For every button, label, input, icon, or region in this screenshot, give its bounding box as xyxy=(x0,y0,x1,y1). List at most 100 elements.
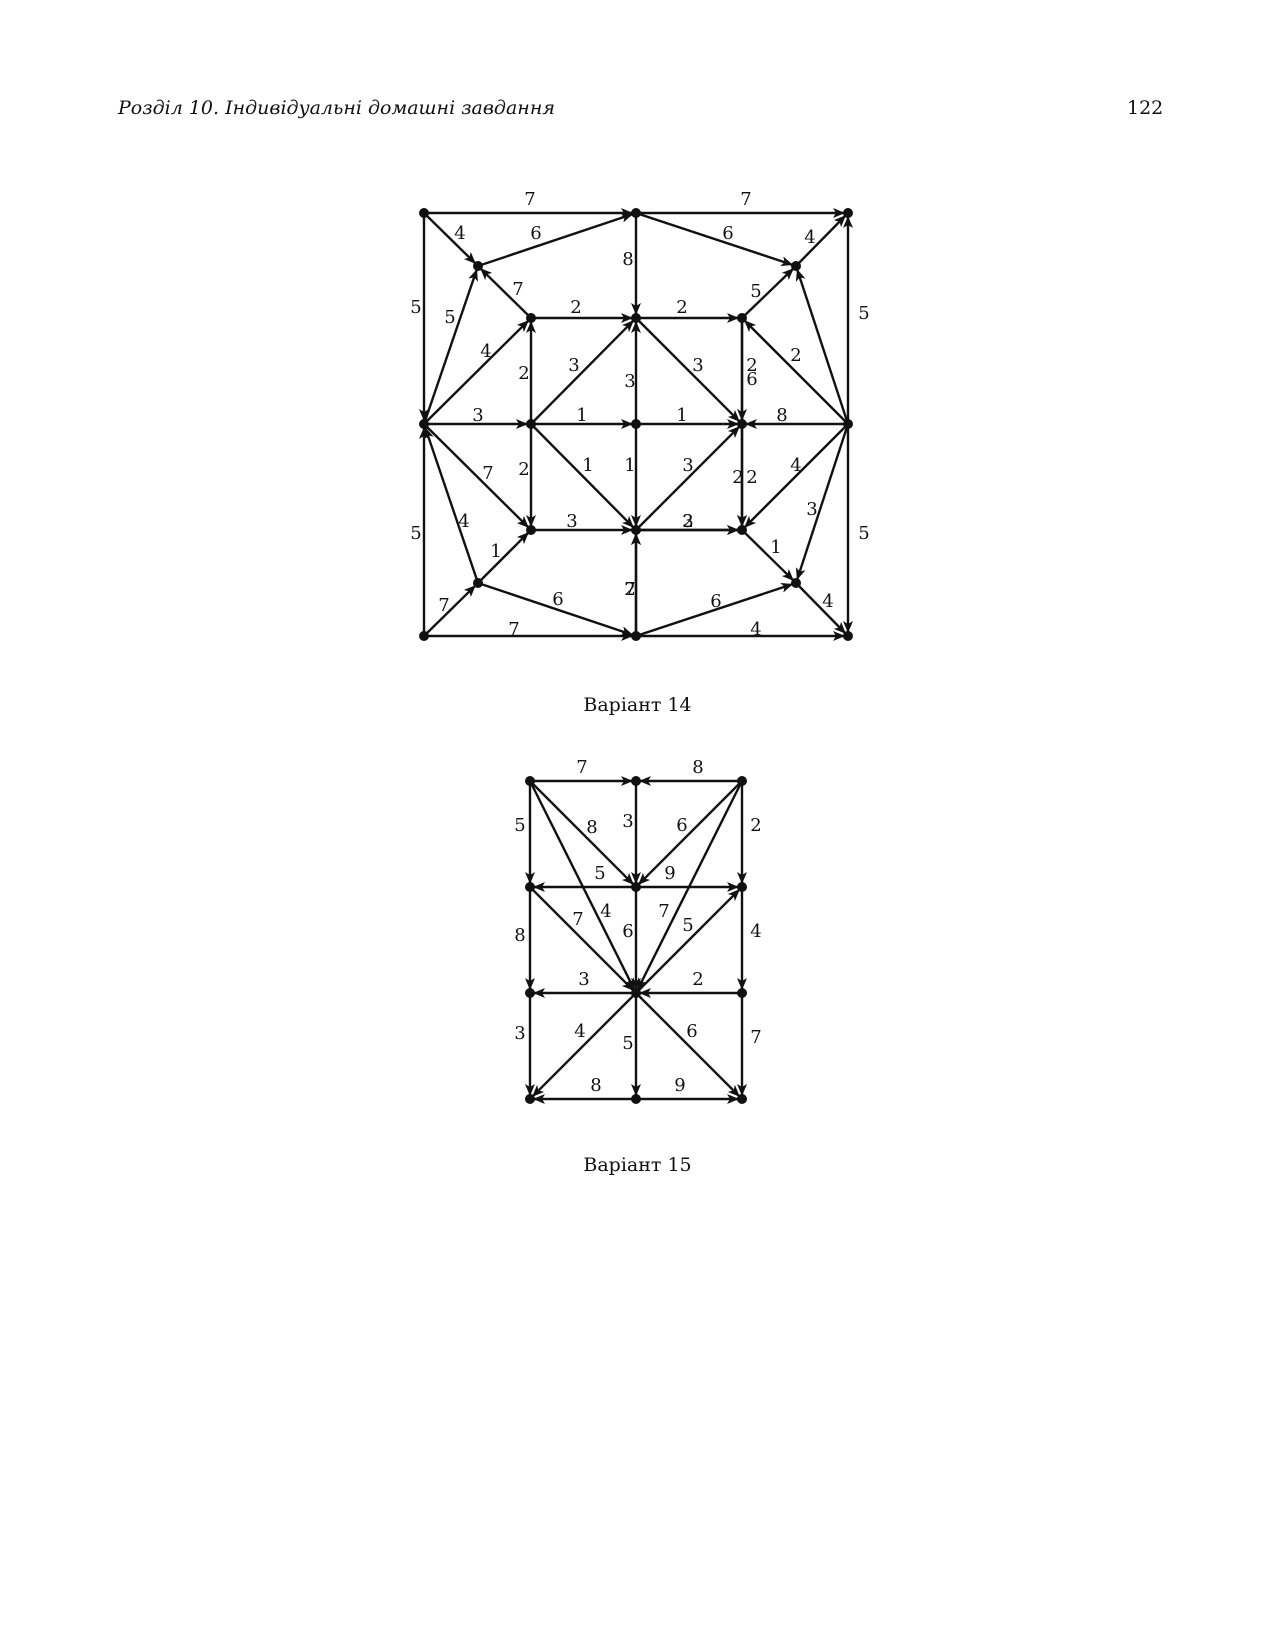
edge-weight-label: 2 xyxy=(624,579,635,600)
edge-weight-label: 5 xyxy=(858,303,869,324)
graph-edge xyxy=(423,584,476,637)
graph-edge xyxy=(637,780,743,886)
graph-node xyxy=(526,419,536,429)
edge-weight-label: 4 xyxy=(574,1021,585,1042)
graph-edge xyxy=(743,423,849,529)
edge-weight-label: 7 xyxy=(624,579,635,600)
graph-edge xyxy=(423,423,530,529)
edge-weight-label: 5 xyxy=(410,523,421,544)
edge-weight-label: 2 xyxy=(732,467,743,488)
edge-weight-label: 3 xyxy=(806,499,817,520)
edge-weight-label: 8 xyxy=(514,925,525,946)
edge-weight-label: 1 xyxy=(624,455,635,476)
edge-weight-label: 7 xyxy=(750,1027,761,1048)
graph-edge xyxy=(635,582,794,638)
edge-weight-label: 5 xyxy=(750,281,761,302)
graph-edge xyxy=(635,888,741,994)
graph-node xyxy=(843,208,853,218)
edge-weight-label: 3 xyxy=(682,455,693,476)
edge-weight-label: 4 xyxy=(822,591,833,612)
graph-node xyxy=(631,1094,641,1104)
graph-edge xyxy=(529,780,635,886)
graph-edge xyxy=(529,886,635,992)
edge-weight-label: 6 xyxy=(552,589,563,610)
graph-edge xyxy=(741,529,794,582)
edge-weight-label: 4 xyxy=(750,619,761,640)
edge-weight-label: 1 xyxy=(676,405,687,426)
graph-edge xyxy=(635,425,741,531)
edge-weight-label: 7 xyxy=(740,189,751,210)
edge-weight-label: 2 xyxy=(676,297,687,318)
edge-weight-label: 2 xyxy=(790,345,801,366)
graph-node xyxy=(631,419,641,429)
caption-variant-14: Варіант 14 xyxy=(583,694,692,716)
edge-weight-label: 4 xyxy=(804,227,815,248)
edge-weight-label: 3 xyxy=(514,1023,525,1044)
graph-edge xyxy=(636,780,744,991)
graph-node xyxy=(631,882,641,892)
graph-node xyxy=(843,419,853,429)
edge-weight-label: 1 xyxy=(490,541,501,562)
graph-node xyxy=(473,261,483,271)
graph-node xyxy=(631,631,641,641)
edge-weight-label: 3 xyxy=(578,969,589,990)
edge-weight-label: 6 xyxy=(530,223,541,244)
graph-node xyxy=(737,1094,747,1104)
edge-weight-label: 8 xyxy=(622,249,633,270)
edge-weight-label: 2 xyxy=(692,969,703,990)
graph-node xyxy=(737,776,747,786)
edge-weight-label: 3 xyxy=(692,355,703,376)
edge-weight-label: 3 xyxy=(682,511,693,532)
graph-node xyxy=(526,525,536,535)
graph-node xyxy=(419,419,429,429)
edge-weight-label: 5 xyxy=(622,1033,633,1054)
graph-edge xyxy=(635,992,741,1098)
graph-node xyxy=(631,208,641,218)
graph-edge xyxy=(531,992,637,1098)
edge-weight-label: 4 xyxy=(750,921,761,942)
edge-weight-label: 1 xyxy=(582,455,593,476)
edge-weight-label: 3 xyxy=(622,811,633,832)
graph-node xyxy=(737,419,747,429)
edge-weight-label: 3 xyxy=(566,511,577,532)
edge-weight-label: 8 xyxy=(776,405,787,426)
edge-weight-label: 8 xyxy=(692,757,703,778)
edge-weight-label: 6 xyxy=(622,921,633,942)
graph-node xyxy=(737,313,747,323)
graph-edge xyxy=(422,268,478,425)
graph-edge xyxy=(480,267,532,319)
graph-node xyxy=(631,988,641,998)
graph-edge xyxy=(423,319,530,425)
edge-weight-label: 9 xyxy=(674,1075,685,1096)
graph-edge xyxy=(424,426,480,584)
graph-node xyxy=(791,578,801,588)
page-number: 122 xyxy=(1127,97,1164,119)
edge-weight-label: 6 xyxy=(710,591,721,612)
graph-edge xyxy=(795,423,850,581)
edge-weight-label: 2 xyxy=(746,355,757,376)
graph-node xyxy=(631,776,641,786)
edge-weight-label: 5 xyxy=(594,863,605,884)
graph-edge xyxy=(635,211,794,267)
edge-weight-label: 6 xyxy=(746,369,757,390)
graph-edge xyxy=(741,267,794,319)
graph-edge xyxy=(743,319,849,425)
graph-node xyxy=(631,313,641,323)
edge-weight-label: 2 xyxy=(518,459,529,480)
edge-weight-label: 3 xyxy=(568,355,579,376)
edge-weight-label: 5 xyxy=(410,297,421,318)
edge-weight-label: 4 xyxy=(600,901,611,922)
graph-node xyxy=(526,313,536,323)
edge-weight-label: 6 xyxy=(686,1021,697,1042)
edge-weight-label: 7 xyxy=(576,757,587,778)
edge-weight-label: 2 xyxy=(570,297,581,318)
edge-weight-label: 7 xyxy=(512,279,523,300)
graph-node xyxy=(525,1094,535,1104)
edge-weight-label: 5 xyxy=(858,523,869,544)
edge-weight-label: 2 xyxy=(746,467,757,488)
graph-node xyxy=(631,525,641,535)
graph-node xyxy=(791,261,801,271)
graph-edge xyxy=(528,780,636,991)
edge-weight-label: 6 xyxy=(676,815,687,836)
